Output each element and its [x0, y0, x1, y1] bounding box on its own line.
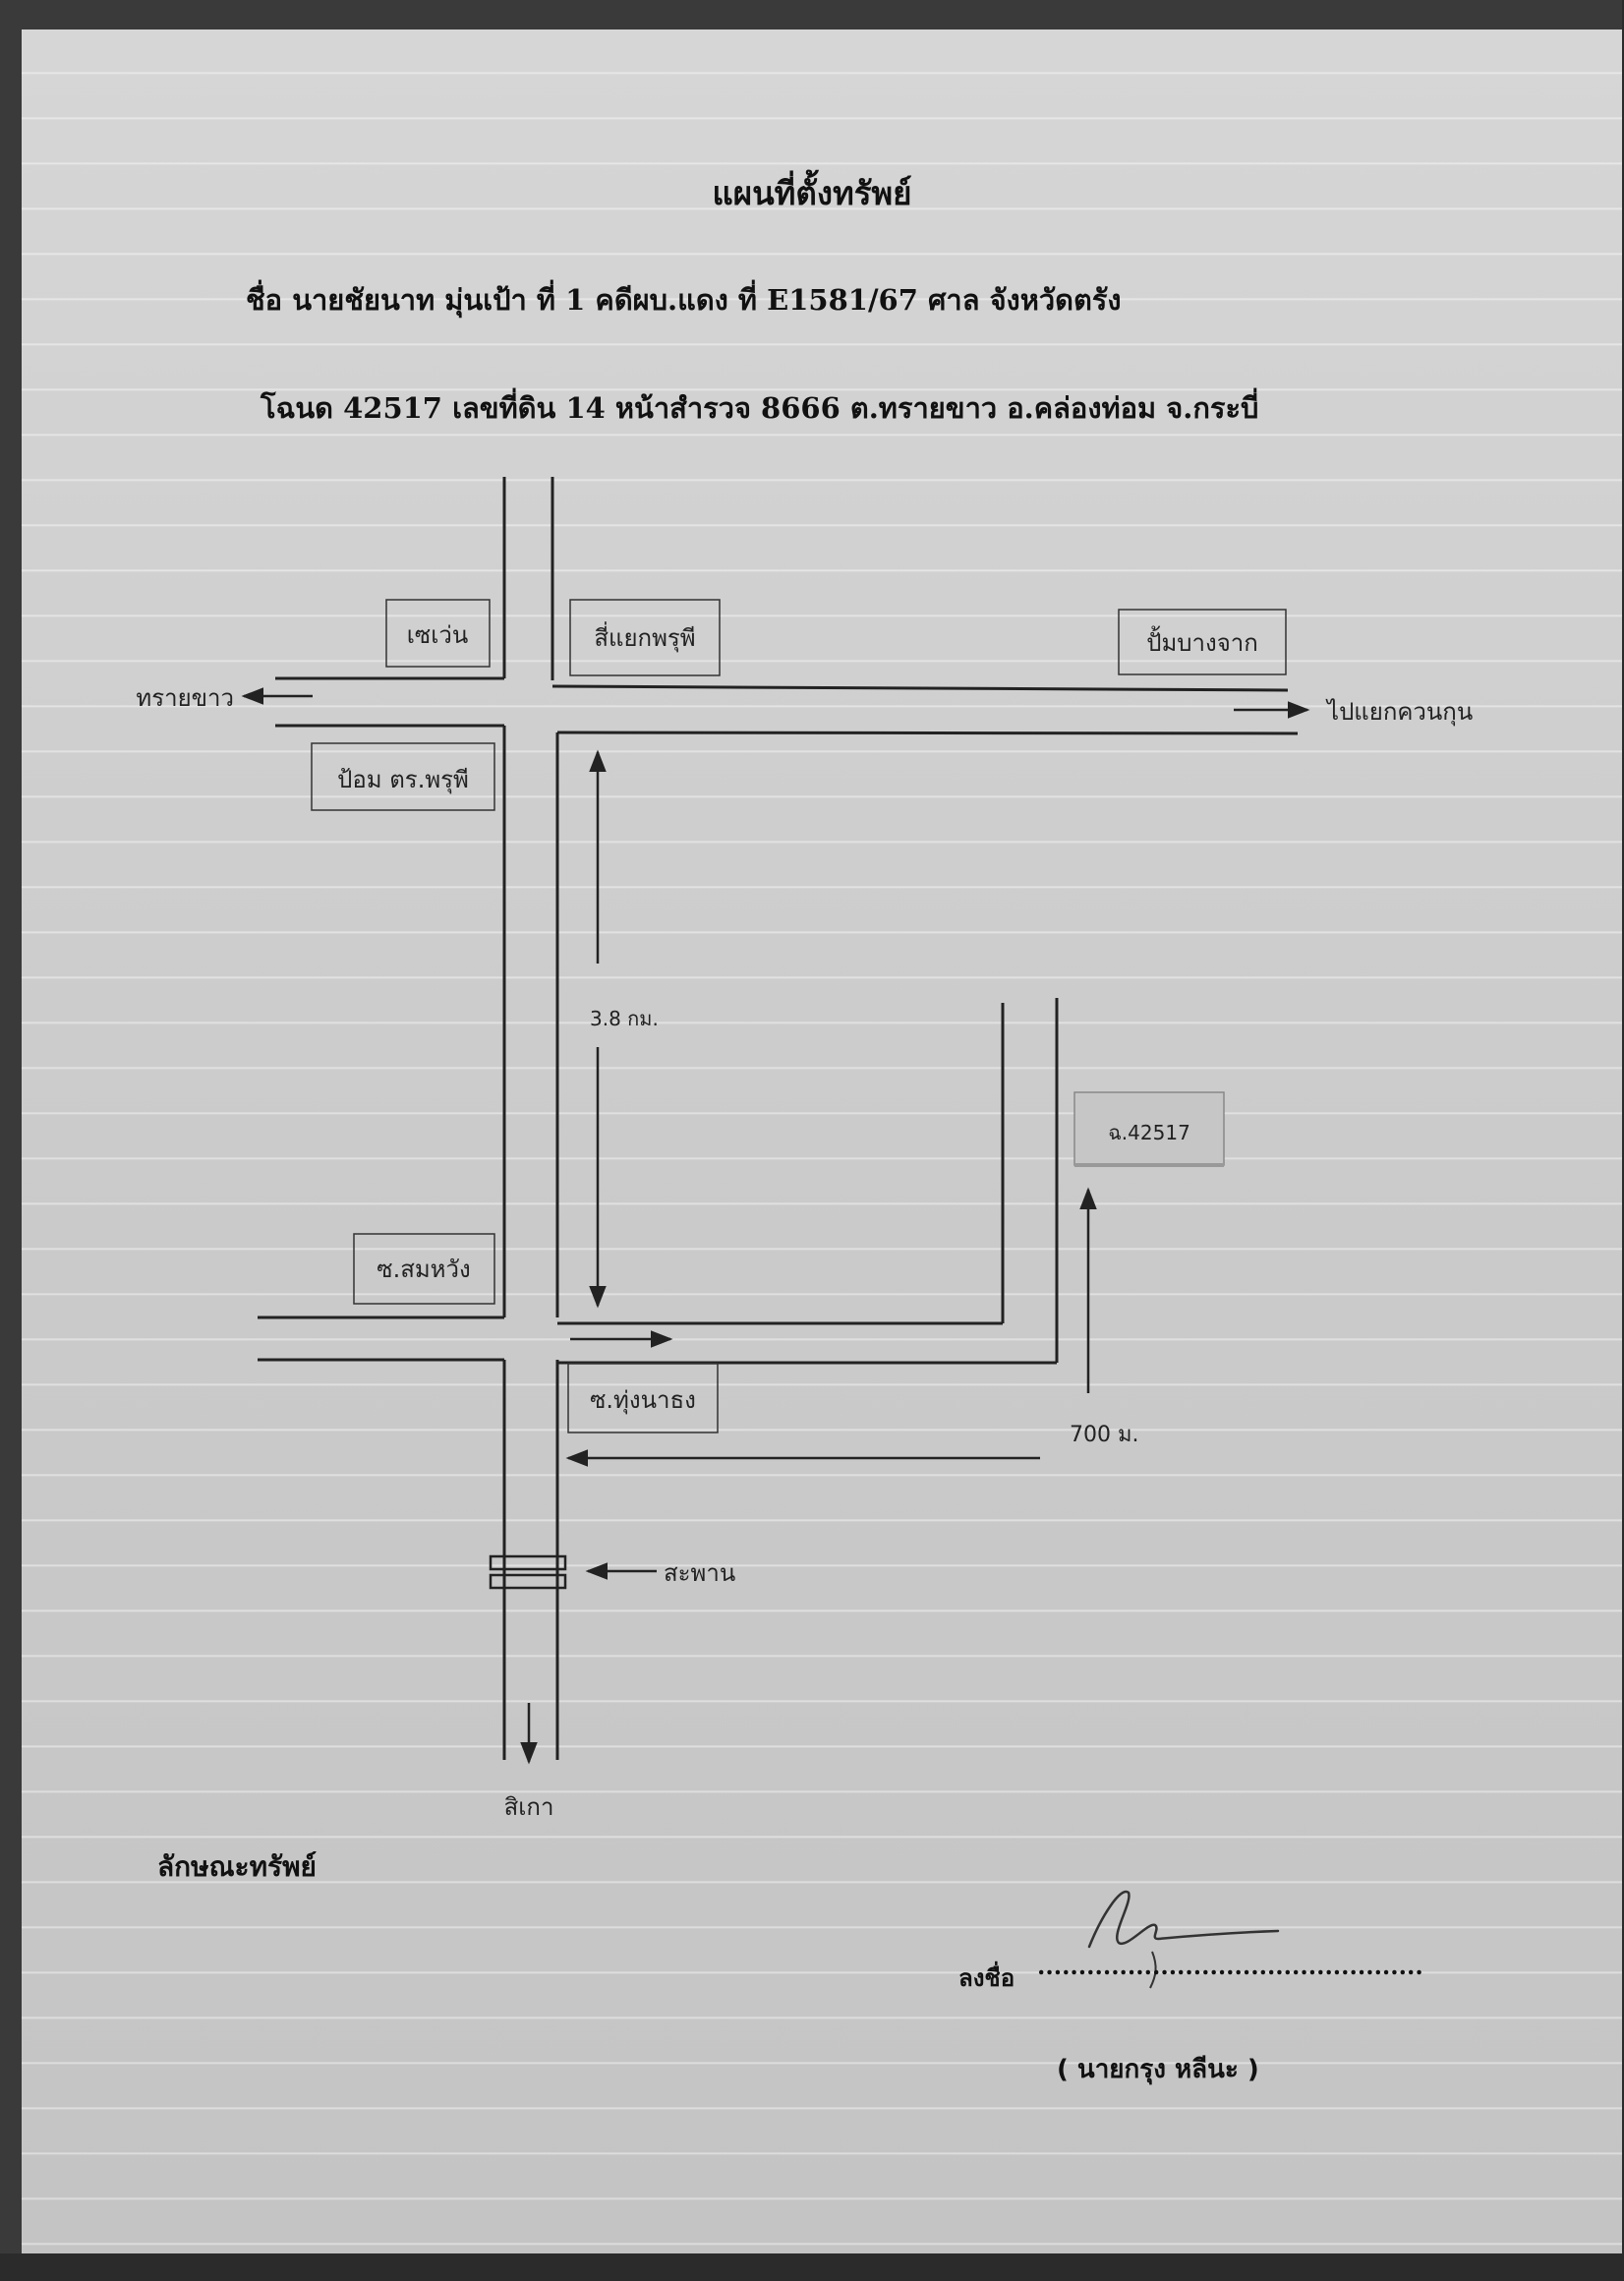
- police-box-box: [311, 742, 495, 811]
- gas-station-box: [1118, 609, 1287, 675]
- police-box-label: ป้อม ตร.พรุพี: [337, 766, 469, 794]
- east-road-north: [551, 684, 1289, 692]
- signature-dotted-line: ........................................…: [1037, 1952, 1423, 1980]
- deed-plot-shadow: [1074, 1163, 1224, 1167]
- landmark-boxes: [311, 599, 1287, 1433]
- direction-south-label: สิเกา: [504, 1793, 554, 1821]
- seven-eleven-box: [385, 599, 491, 668]
- soi-thungnathong-label: ซ.ทุ่งนาธง: [590, 1386, 696, 1415]
- signature: [1087, 1890, 1280, 1949]
- page-title: แผนที่ตั้งทรัพย์: [712, 174, 912, 212]
- property-label: ลักษณะทรัพย์: [157, 1850, 317, 1883]
- east-road-south: [556, 731, 1299, 735]
- direction-west-label: ทรายขาว: [136, 684, 234, 712]
- owner-case-line: ชื่อ นายชัยนาท มุ่นเป้า ที่ 1 คดีผบ.แดง …: [246, 283, 1122, 317]
- document-page: [22, 29, 1622, 2253]
- distance-side-label: 700 ม.: [1070, 1423, 1138, 1447]
- road-lines: [258, 477, 1299, 1760]
- direction-east-label: ไปแยกควนกุน: [1325, 698, 1473, 727]
- seven-eleven-label: เซเว่น: [407, 621, 469, 649]
- intersection-label: สี่แยกพรุพี: [594, 621, 695, 653]
- signer-name: ( นายกรุง หลีนะ ): [1057, 2055, 1259, 2084]
- deed-plot-label: ฉ.42517: [1108, 1121, 1190, 1144]
- bridge-label: สะพาน: [664, 1559, 735, 1587]
- direction-arrows: [241, 687, 1310, 1765]
- deed-line: โฉนด 42517 เลขที่ดิน 14 หน้าสำรวจ 8666 ต…: [261, 391, 1259, 425]
- scan-border-right: [1622, 0, 1624, 2281]
- soi-somwang-label: ซ.สมหวัง: [377, 1256, 470, 1283]
- gas-station-label: ปั้มบางจาก: [1146, 625, 1258, 657]
- soi-somwang-box: [353, 1233, 495, 1305]
- intersection-box: [569, 599, 721, 676]
- deed-plot-box: [1073, 1091, 1225, 1166]
- soi-thungnathong-box: [567, 1363, 719, 1433]
- bridge-rail-south: [489, 1573, 567, 1590]
- scan-border: [0, 2253, 1624, 2281]
- signature-tail: [1149, 1951, 1157, 1989]
- bridge-rail-north: [489, 1554, 567, 1571]
- distance-main-label: 3.8 กม.: [590, 1007, 659, 1030]
- signature-label: ลงชื่อ: [958, 1964, 1015, 1992]
